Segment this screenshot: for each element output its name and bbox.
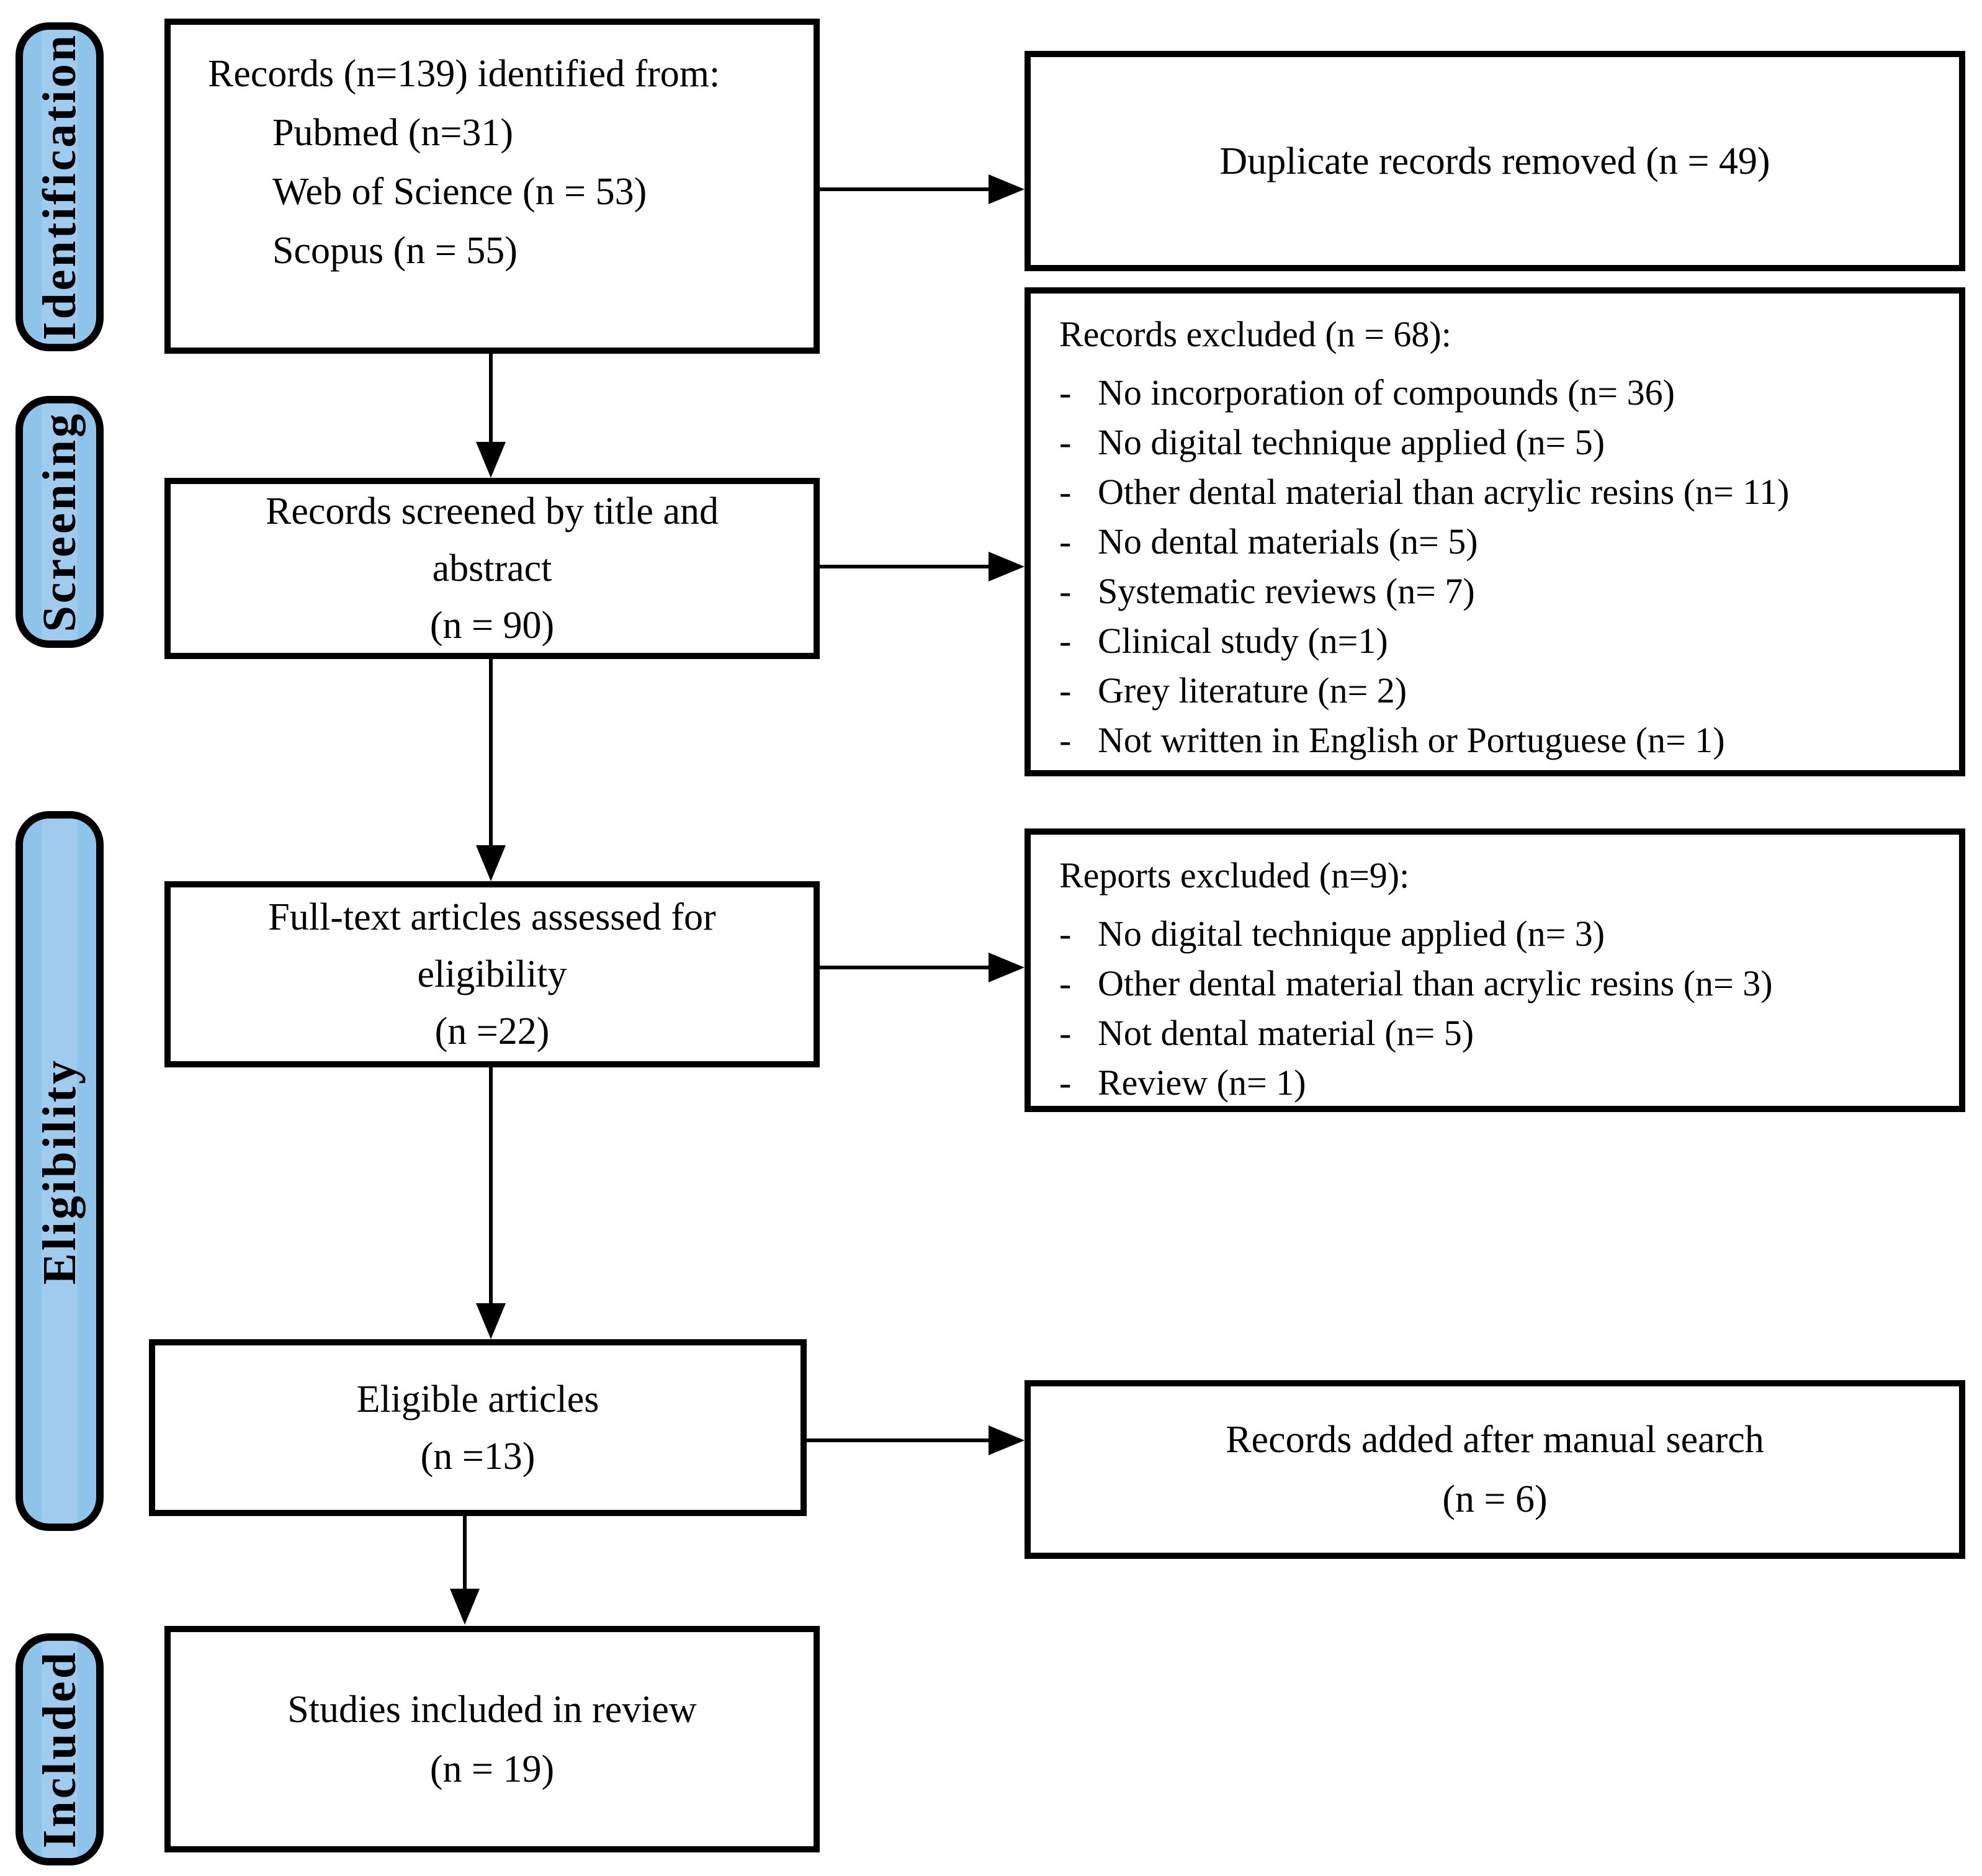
records-excluded-item: - Clinical study (n=1)	[1059, 616, 1942, 666]
studies-included-count: (n = 19)	[429, 1748, 555, 1790]
box-fulltext-assessed: Full-text articles assessed for eligibil…	[164, 881, 820, 1067]
records-excluded-item: - Not written in English or Portuguese (…	[1059, 716, 1942, 765]
fulltext-line-1: Full-text articles assessed for	[268, 896, 716, 938]
stage-label-identification: Identification	[33, 33, 86, 341]
reports-excluded-item-text: Other dental material than acrylic resin…	[1098, 963, 1773, 1003]
records-excluded-item-text: No incorporation of compounds (n= 36)	[1098, 372, 1675, 413]
eligible-line-1: Eligible articles	[356, 1378, 599, 1420]
bullet-dash-icon: -	[1059, 521, 1072, 562]
records-identified-title: Records (n=139) identified from:	[208, 53, 720, 95]
records-screened-count: (n = 90)	[429, 604, 555, 647]
arrow-right-icon	[989, 953, 1025, 982]
box-records-identified: Records (n=139) identified from: Pubmed …	[164, 19, 820, 354]
flow-line-fulltext-to-reports-excluded	[820, 966, 991, 969]
flow-line-eligible-to-manual-search	[807, 1438, 991, 1442]
reports-excluded-title: Reports excluded (n=9):	[1059, 855, 1410, 895]
records-excluded-item-text: Not written in English or Portuguese (n=…	[1098, 720, 1725, 760]
stage-pill-eligibility: Eligibility	[16, 811, 104, 1531]
box-duplicates-removed: Duplicate records removed (n = 49)	[1025, 51, 1965, 271]
reports-excluded-item-text: Review (n= 1)	[1098, 1062, 1306, 1103]
records-excluded-item-text: Grey literature (n= 2)	[1098, 670, 1407, 711]
stage-pill-identification: Identification	[16, 22, 104, 351]
records-source-web-of-science: Web of Science (n = 53)	[272, 171, 647, 213]
fulltext-count: (n =22)	[434, 1010, 550, 1052]
fulltext-line-2: eligibility	[417, 953, 567, 995]
records-excluded-item: - No incorporation of compounds (n= 36)	[1059, 368, 1942, 418]
bullet-dash-icon: -	[1059, 1013, 1072, 1053]
flow-line-screened-to-excluded	[820, 565, 991, 568]
arrow-right-icon	[989, 1425, 1025, 1455]
stage-pill-included: Included	[16, 1633, 104, 1865]
stage-label-included: Included	[33, 1650, 86, 1849]
box-reports-excluded: Reports excluded (n=9): - No digital tec…	[1025, 828, 1965, 1112]
studies-included-line-1: Studies included in review	[287, 1688, 697, 1731]
box-records-screened: Records screened by title and abstract (…	[164, 478, 820, 659]
reports-excluded-item-text: No digital technique applied (n= 3)	[1098, 913, 1605, 954]
reports-excluded-item-text: Not dental material (n= 5)	[1098, 1013, 1474, 1053]
duplicates-removed-text: Duplicate records removed (n = 49)	[1219, 140, 1770, 182]
records-excluded-item: - No dental materials (n= 5)	[1059, 517, 1942, 567]
flow-line-screened-to-fulltext	[489, 657, 493, 848]
eligible-count: (n =13)	[420, 1435, 536, 1478]
manual-search-count: (n = 6)	[1442, 1478, 1548, 1520]
box-records-excluded: Records excluded (n = 68): - No incorpor…	[1025, 287, 1965, 776]
bullet-dash-icon: -	[1059, 720, 1072, 760]
arrow-down-icon	[476, 845, 506, 881]
records-excluded-item: - No digital technique applied (n= 5)	[1059, 418, 1942, 467]
records-excluded-item-text: Clinical study (n=1)	[1098, 621, 1388, 661]
bullet-dash-icon: -	[1059, 670, 1072, 711]
bullet-dash-icon: -	[1059, 913, 1072, 954]
flow-line-identified-to-duplicates	[820, 187, 991, 191]
records-excluded-item: - Systematic reviews (n= 7)	[1059, 567, 1942, 616]
box-manual-search-added: Records added after manual search (n = 6…	[1025, 1380, 1965, 1559]
bullet-dash-icon: -	[1059, 372, 1072, 413]
bullet-dash-icon: -	[1059, 472, 1072, 512]
bullet-dash-icon: -	[1059, 422, 1072, 462]
records-screened-line-2: abstract	[432, 547, 552, 590]
arrow-right-icon	[989, 174, 1025, 204]
reports-excluded-item: - Not dental material (n= 5)	[1059, 1008, 1942, 1058]
arrow-down-icon	[476, 442, 506, 478]
reports-excluded-item: - Review (n= 1)	[1059, 1058, 1942, 1108]
arrow-right-icon	[989, 552, 1025, 581]
records-excluded-title: Records excluded (n = 68):	[1059, 314, 1451, 354]
records-excluded-item-text: No dental materials (n= 5)	[1098, 521, 1478, 562]
records-excluded-item: - Grey literature (n= 2)	[1059, 666, 1942, 716]
box-eligible-articles: Eligible articles (n =13)	[149, 1339, 807, 1516]
flow-line-eligible-to-included	[463, 1516, 467, 1592]
records-screened-line-1: Records screened by title and	[266, 490, 719, 532]
bullet-dash-icon: -	[1059, 1062, 1072, 1103]
records-excluded-item-text: Systematic reviews (n= 7)	[1098, 571, 1475, 611]
reports-excluded-item: - No digital technique applied (n= 3)	[1059, 909, 1942, 959]
box-studies-included: Studies included in review (n = 19)	[164, 1626, 820, 1852]
records-source-pubmed: Pubmed (n=31)	[272, 112, 513, 154]
records-source-scopus: Scopus (n = 55)	[272, 230, 518, 272]
records-excluded-item: - Other dental material than acrylic res…	[1059, 467, 1942, 517]
records-excluded-item-text: No digital technique applied (n= 5)	[1098, 422, 1605, 462]
stage-label-screening: Screening	[33, 411, 86, 632]
stage-pill-screening: Screening	[16, 396, 104, 648]
manual-search-line-1: Records added after manual search	[1226, 1419, 1764, 1461]
records-excluded-item-text: Other dental material than acrylic resin…	[1098, 472, 1790, 512]
flow-line-identified-to-screened	[489, 354, 493, 444]
reports-excluded-item: - Other dental material than acrylic res…	[1059, 959, 1942, 1008]
bullet-dash-icon: -	[1059, 621, 1072, 661]
stage-label-eligibility: Eligibility	[33, 1057, 86, 1285]
arrow-down-icon	[450, 1589, 480, 1625]
flow-line-fulltext-to-eligible	[489, 1067, 493, 1306]
bullet-dash-icon: -	[1059, 963, 1072, 1003]
arrow-down-icon	[476, 1303, 506, 1339]
bullet-dash-icon: -	[1059, 571, 1072, 611]
